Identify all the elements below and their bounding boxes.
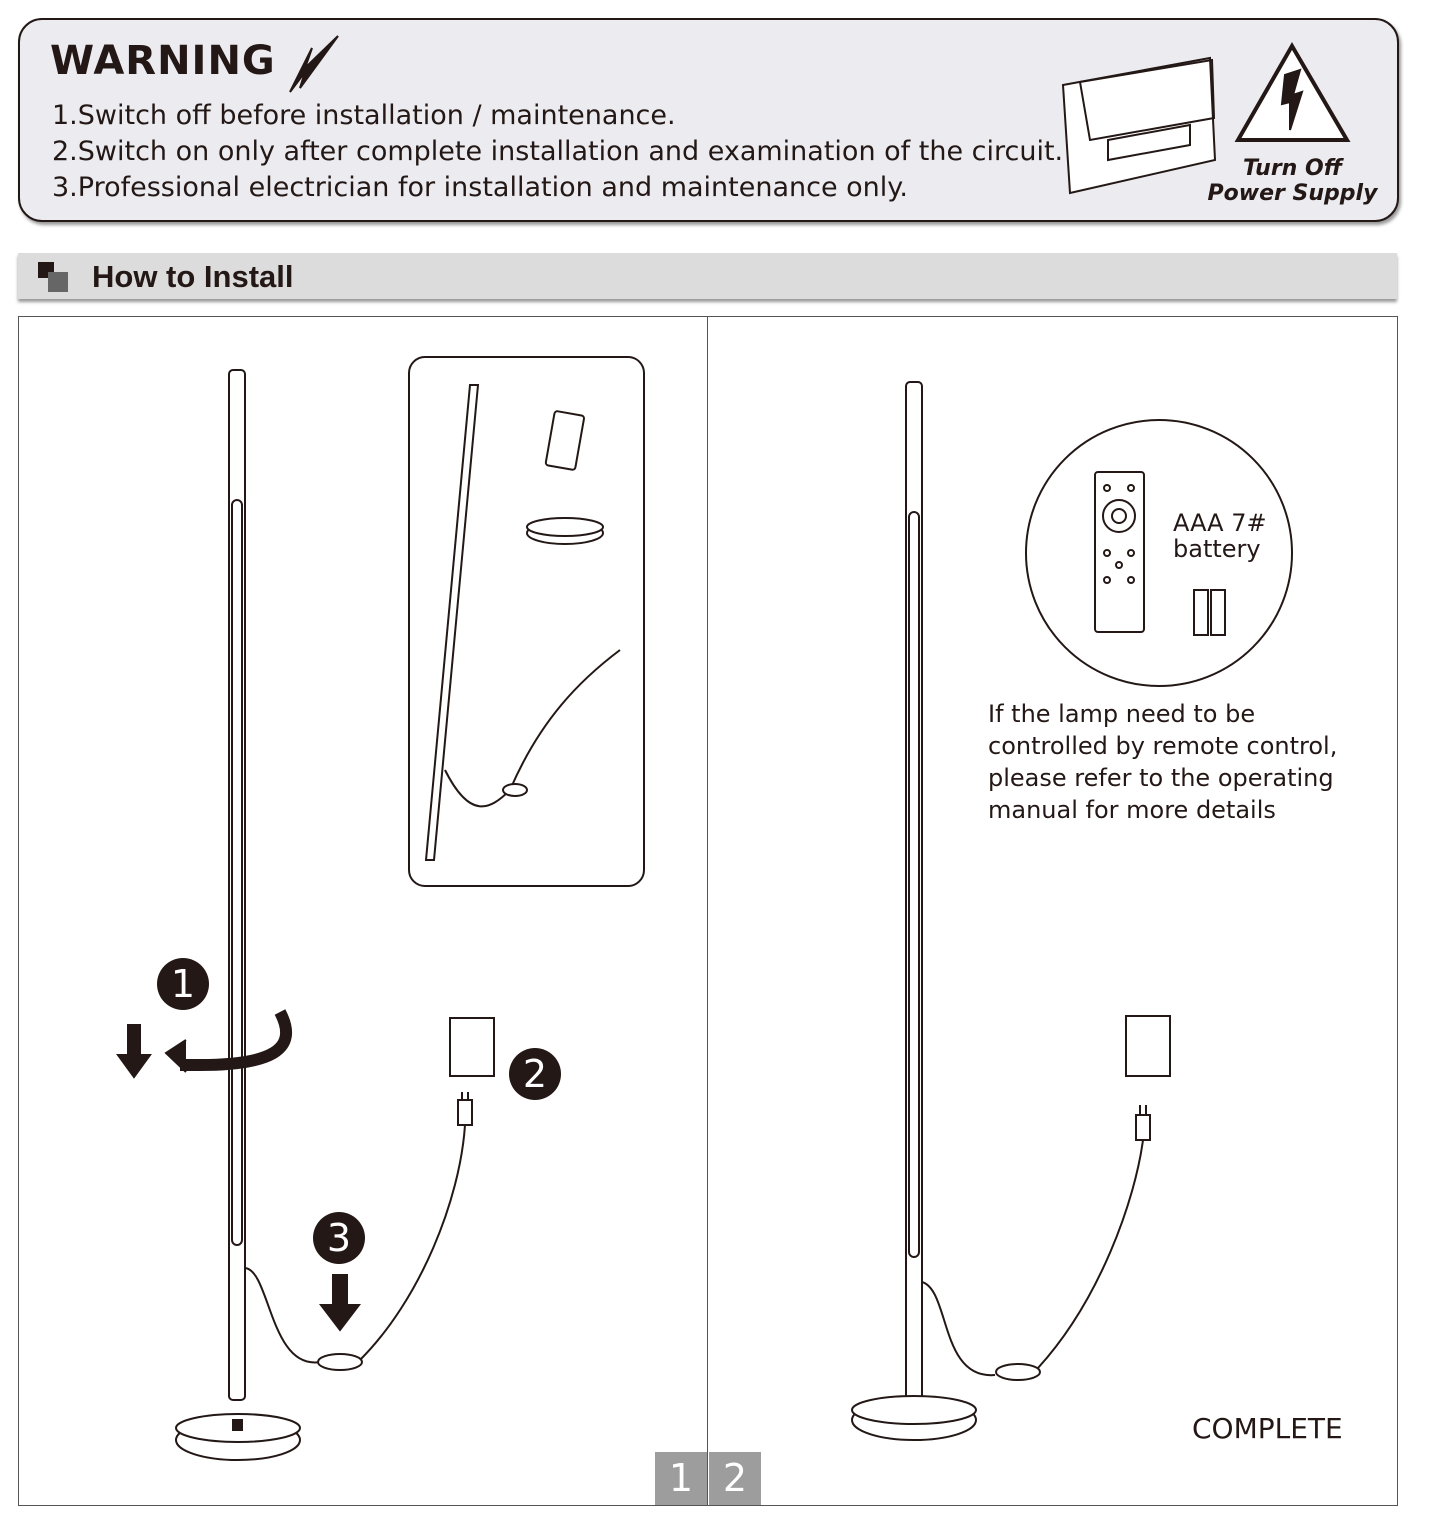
down-arrow-icon [116, 1024, 152, 1079]
battery-label: AAA 7#battery [1173, 509, 1267, 563]
step-3-badge: 3 [313, 1212, 365, 1264]
step-2-badge: 2 [509, 1048, 561, 1100]
section-title: How to Install [92, 259, 294, 294]
remote-note: If the lamp need to be controlled by rem… [988, 700, 1338, 824]
breaker-box-icon [1061, 56, 1217, 195]
page-number-2: 2 [709, 1452, 761, 1505]
warning-line: 2.Switch on only after complete installa… [52, 136, 1064, 167]
warning-line: 3.Professional electrician for installat… [52, 172, 909, 203]
warning-title: WARNING [50, 38, 276, 84]
floor-lamp-illustration [175, 369, 495, 1461]
install-panel [18, 316, 1398, 1506]
assembled-lamp-illustration [851, 381, 1171, 1441]
battery-icon [1193, 589, 1226, 636]
warning-line: 1.Switch off before installation / maint… [52, 100, 676, 131]
high-voltage-icon [1234, 42, 1351, 142]
rotate-arrow-icon [164, 1009, 292, 1073]
remote-control-icon [1094, 471, 1145, 633]
package-contents [408, 356, 645, 887]
panel-divider [707, 316, 708, 1505]
step-1-badge: 1 [157, 958, 209, 1010]
complete-label: COMPLETE [1192, 1412, 1343, 1445]
page-number-1: 1 [655, 1452, 707, 1505]
down-arrow-icon [318, 1274, 362, 1332]
lightning-icon [289, 35, 339, 93]
section-header [18, 253, 1397, 299]
